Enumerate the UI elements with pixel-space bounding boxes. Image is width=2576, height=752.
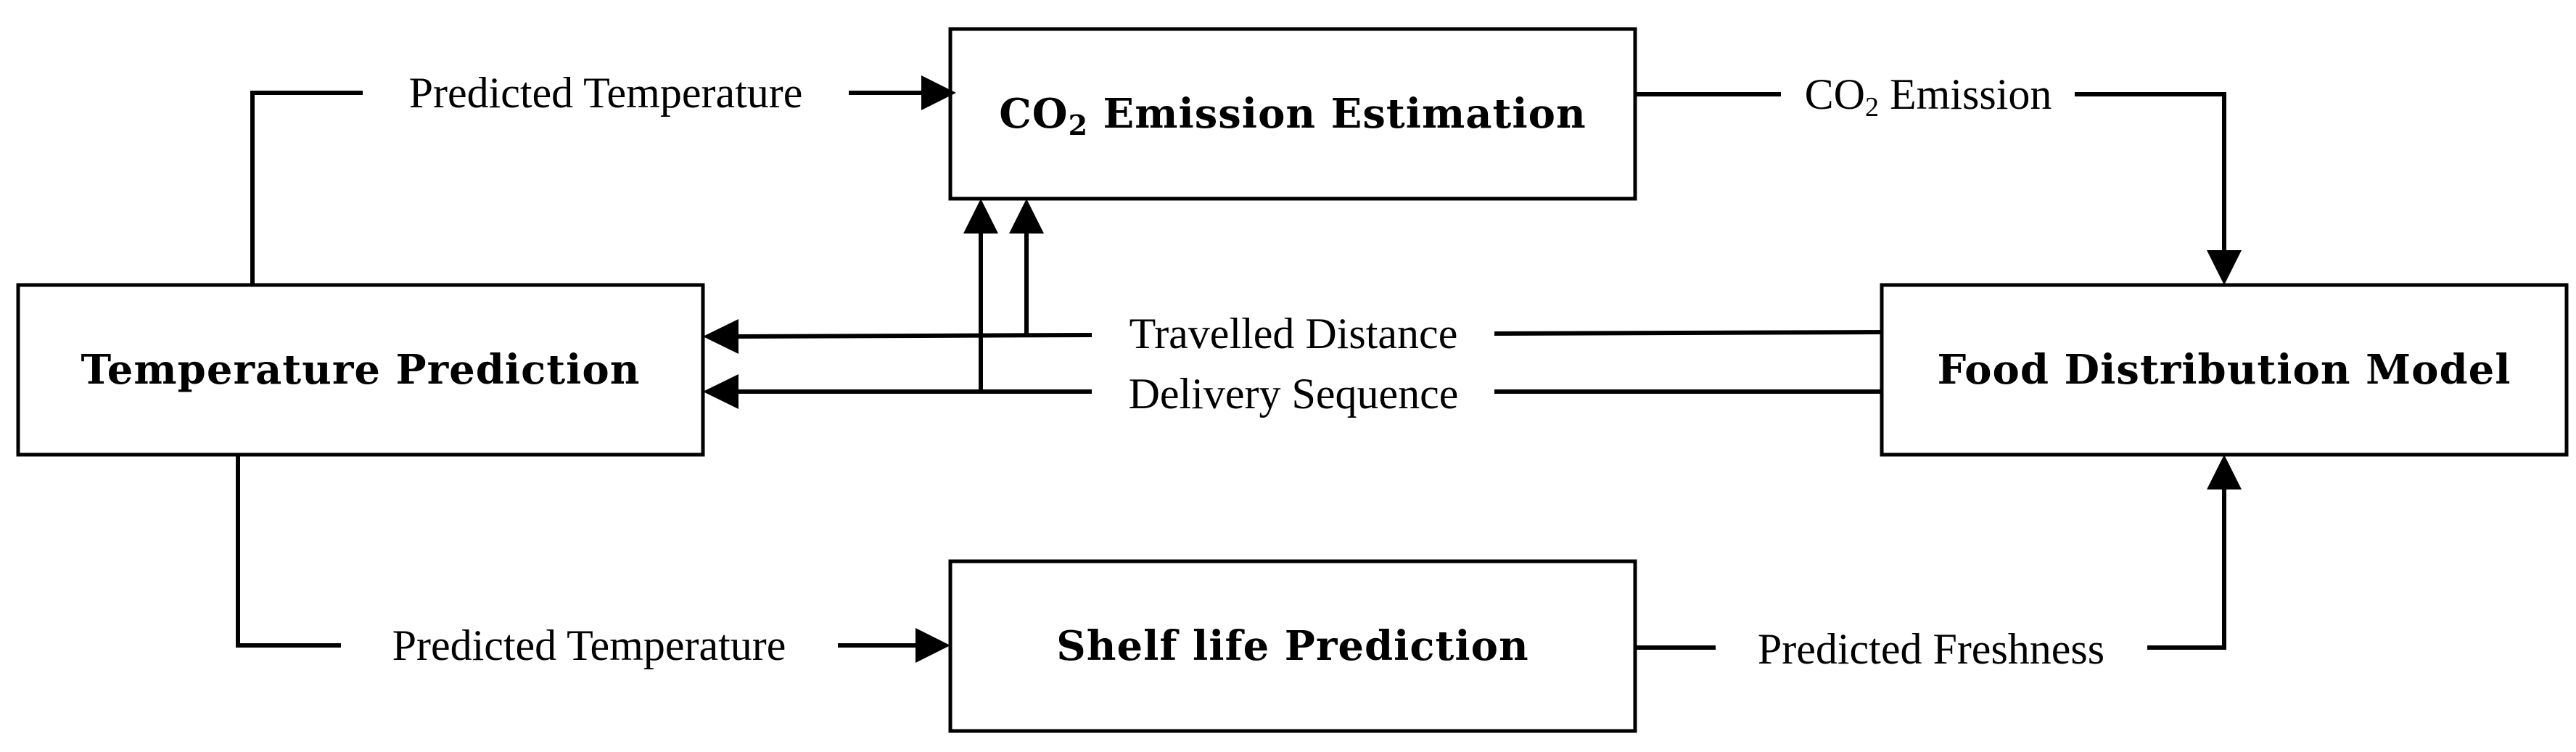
edge-line: [2147, 487, 2226, 650]
arrowhead-up-icon: [2207, 455, 2242, 489]
arrowhead-up-icon: [963, 199, 998, 234]
edge-line: [236, 455, 341, 648]
arrowhead-right-icon: [921, 75, 956, 110]
edge-line: [732, 333, 1092, 339]
edge-delivery-sequence: Delivery Sequence: [703, 370, 1882, 418]
shelf-life-prediction-box: [948, 559, 1637, 733]
edge-label-delivery-sequence: Delivery Sequence: [1129, 370, 1459, 418]
edge-label-travelled-distance: Travelled Distance: [1129, 310, 1458, 358]
temperature-prediction-label: Temperature Prediction: [81, 346, 641, 394]
edge-label-predicted-temperature-bottom: Predicted Temperature: [392, 621, 786, 669]
arrowhead-down-icon: [2207, 250, 2242, 285]
edge-predicted-freshness: Predicted Freshness: [1635, 455, 2242, 673]
temperature-prediction-box: [16, 283, 705, 457]
edge-label-predicted-temperature-top: Predicted Temperature: [409, 69, 803, 117]
edge-label-co2-emission: CO2 Emission: [1805, 70, 2052, 123]
co2-emission-estimation-label: CO2 Emission Estimation: [999, 90, 1587, 141]
edge-predicted-temperature-top: Predicted Temperature: [250, 69, 956, 285]
edge-line: [1494, 330, 1882, 336]
temperature-prediction-node: Temperature Prediction: [16, 283, 705, 457]
edge-line: [2075, 92, 2226, 254]
edge-line: [250, 91, 363, 285]
shelf-life-prediction-label: Shelf life Prediction: [1056, 622, 1528, 670]
food-distribution-model-label: Food Distribution Model: [1937, 346, 2511, 394]
edge-label-predicted-freshness: Predicted Freshness: [1758, 625, 2104, 673]
arrowhead-left-icon: [703, 374, 738, 409]
edge-travelled-distance: Travelled Distance: [703, 310, 1882, 358]
arrowhead-left-icon: [703, 319, 738, 354]
edge-branches-to-co2: [963, 199, 1044, 392]
arrowhead-up-icon: [1009, 199, 1044, 234]
co2-emission-estimation-node: CO2 Emission Estimation: [948, 27, 1637, 201]
edge-predicted-temperature-bottom: Predicted Temperature: [236, 455, 950, 669]
shelf-life-prediction-node: Shelf life Prediction: [948, 559, 1637, 733]
food-distribution-model-node: Food Distribution Model: [1880, 283, 2569, 457]
arrowhead-right-icon: [915, 628, 950, 663]
edge-co2-emission: CO2 Emission: [1635, 70, 2242, 285]
co2-emission-estimation-box: [948, 27, 1637, 201]
